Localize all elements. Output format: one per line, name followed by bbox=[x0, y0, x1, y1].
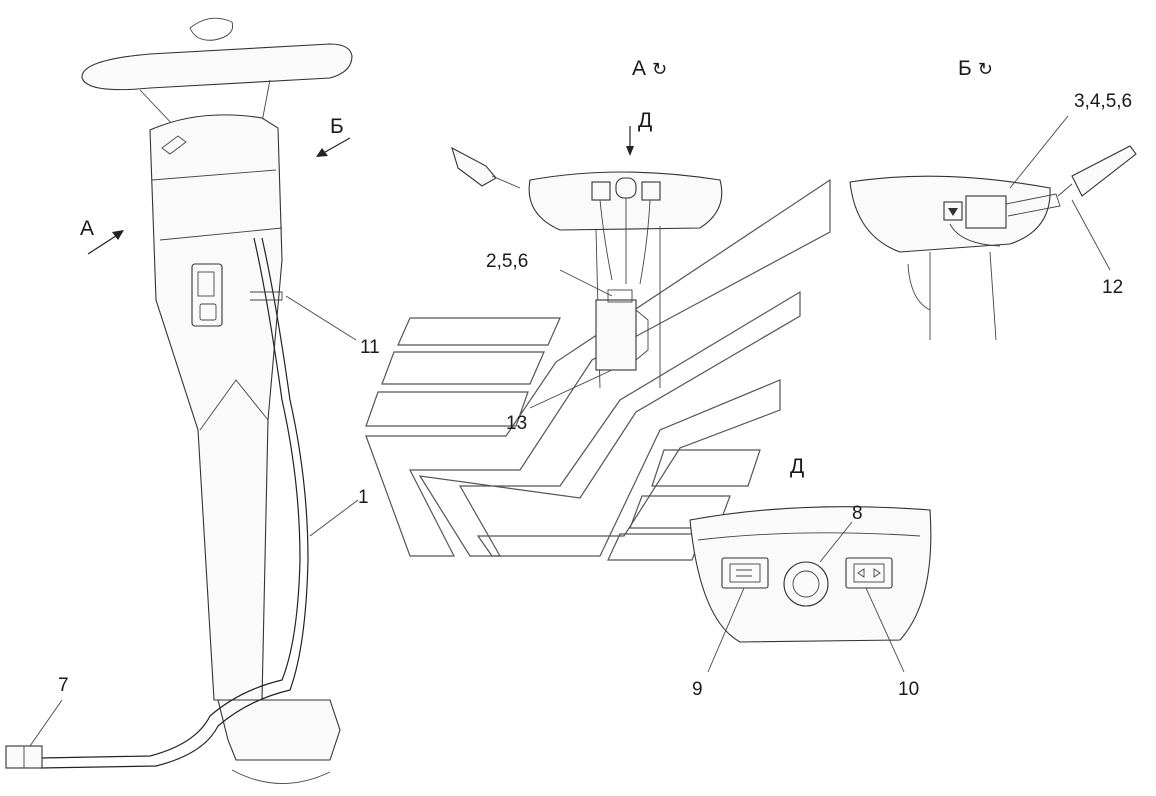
view-a-detail bbox=[451, 126, 723, 409]
callout-12: 12 bbox=[1102, 277, 1124, 298]
view-b-letter: Б bbox=[958, 57, 972, 80]
callout-8: 8 bbox=[852, 503, 863, 524]
view-a-letter: А bbox=[632, 57, 647, 80]
rotation-icon: ↻ bbox=[652, 59, 668, 79]
view-b-title: Б↻ bbox=[958, 58, 993, 79]
view-a-title: А↻ bbox=[632, 58, 667, 79]
callout-13: 13 bbox=[506, 413, 528, 434]
view-b-arrow-label: Б bbox=[330, 115, 344, 138]
callout-9: 9 bbox=[692, 679, 703, 700]
callout-11: 11 bbox=[360, 337, 380, 358]
view-b-detail bbox=[849, 115, 1137, 341]
steering-column bbox=[5, 17, 359, 784]
view-d-arrow-label: Д bbox=[638, 109, 653, 132]
view-a-arrow-label: А bbox=[80, 217, 95, 240]
rotation-icon: ↻ bbox=[977, 59, 993, 79]
view-d-title: Д bbox=[790, 455, 805, 478]
watermark-logo bbox=[365, 178, 831, 561]
callout-3-4-5-6: 3,4,5,6 bbox=[1074, 91, 1133, 112]
callout-7: 7 bbox=[58, 675, 69, 696]
callout-2-5-6: 2,5,6 bbox=[486, 251, 529, 272]
callout-1: 1 bbox=[358, 487, 369, 508]
callout-10: 10 bbox=[898, 679, 920, 700]
view-d-detail bbox=[689, 506, 932, 673]
